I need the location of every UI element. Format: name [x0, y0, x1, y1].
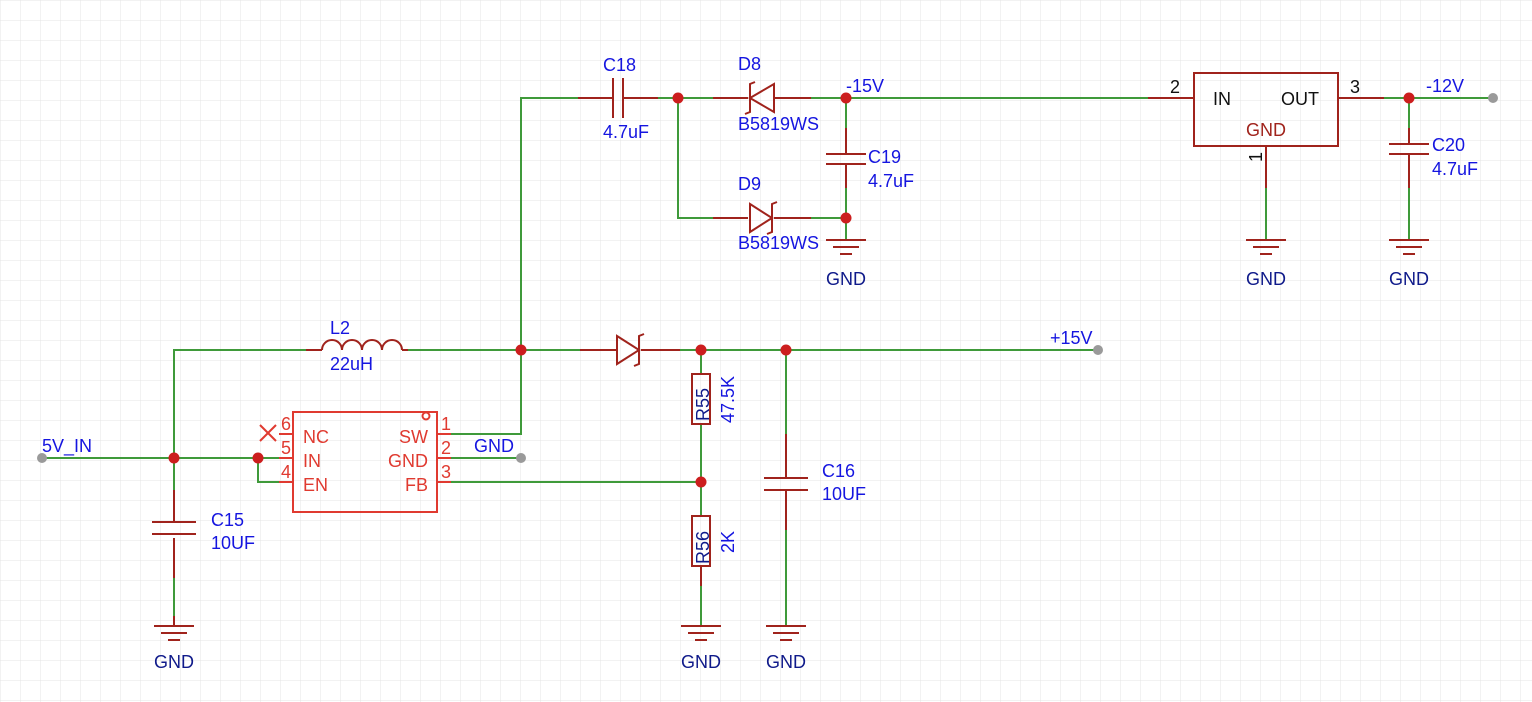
ic-pin-name-sw: SW: [399, 427, 428, 447]
ic-pin-name-fb: FB: [405, 475, 428, 495]
junction-dot: [840, 212, 852, 224]
junction-dot: [840, 92, 852, 104]
diode-d8[interactable]: D8 B5819WS: [738, 54, 819, 134]
c15-ref: C15: [211, 510, 244, 530]
c15-value: 10UF: [211, 533, 255, 553]
capacitor-c16[interactable]: C16 10UF: [764, 461, 866, 504]
reg-pin-gnd: 1: [1246, 152, 1266, 162]
ic-pin-num-2: 2: [441, 438, 451, 458]
gnd-label: GND: [826, 269, 866, 289]
wires: [42, 97, 1493, 626]
wire-sw-pin[interactable]: [437, 350, 522, 435]
port-pos15[interactable]: [1093, 345, 1103, 355]
wire-d9-in[interactable]: [677, 98, 713, 219]
no-connect-icon: [259, 424, 277, 442]
d8-value: B5819WS: [738, 114, 819, 134]
junction-dot: [695, 476, 707, 488]
net-label-neg12: -12V: [1426, 76, 1464, 96]
l2-ref: L2: [330, 318, 350, 338]
gnd-symbol-reg: GND: [1246, 239, 1286, 289]
gnd-label: GND: [681, 652, 721, 672]
pin1-marker-icon: [421, 411, 431, 421]
c20-value: 4.7uF: [1432, 159, 1478, 179]
net-label-pos15: +15V: [1050, 328, 1093, 348]
resistor-r56[interactable]: R56 2K: [691, 515, 738, 567]
r56-value: 2K: [718, 531, 738, 553]
boost-ic[interactable]: 6 5 4 NC IN EN 1 2 3 SW GND FB: [259, 411, 451, 513]
junction-dot: [780, 344, 792, 356]
ic-pin-num-3: 3: [441, 462, 451, 482]
wire-charge-pump[interactable]: [520, 97, 578, 350]
gnd-symbol-c15: GND: [154, 616, 194, 672]
resistor-r55[interactable]: R55 47.5K: [691, 373, 738, 425]
c18-ref: C18: [603, 55, 636, 75]
junction-dot: [515, 344, 527, 356]
gnd-label: GND: [1389, 269, 1429, 289]
reg-out-label: OUT: [1281, 89, 1319, 109]
wire-l2-in[interactable]: [173, 349, 306, 458]
junction-dot: [672, 92, 684, 104]
reg-pin-in: 2: [1170, 77, 1180, 97]
gnd-symbol-c16: GND: [766, 625, 806, 672]
gnd-symbol-r56: GND: [681, 625, 721, 672]
junction-dot: [168, 452, 180, 464]
reg-gnd-label: GND: [1246, 120, 1286, 140]
ic-pin-name-in: IN: [303, 451, 321, 471]
capacitor-c18[interactable]: C18 4.7uF: [603, 55, 649, 142]
d8-ref: D8: [738, 54, 761, 74]
gnd-label: GND: [1246, 269, 1286, 289]
junctions: [168, 92, 1415, 488]
reg-pin-out: 3: [1350, 77, 1360, 97]
ic-pin-num-6: 6: [281, 414, 291, 434]
c16-ref: C16: [822, 461, 855, 481]
diode-d9[interactable]: D9 B5819WS: [738, 174, 819, 253]
r56-ref: R56: [693, 531, 713, 564]
capacitor-c15[interactable]: C15 10UF: [152, 510, 255, 553]
gnd-symbol-c20: GND: [1389, 239, 1429, 289]
c20-ref: C20: [1432, 135, 1465, 155]
reg-in-label: IN: [1213, 89, 1231, 109]
port-vin[interactable]: [37, 453, 47, 463]
junction-dot: [1403, 92, 1415, 104]
ic-pin-num-1: 1: [441, 414, 451, 434]
port-gnd-ic[interactable]: [516, 453, 526, 463]
gnd-symbol-c19: GND: [826, 239, 866, 289]
ic-pin-name-gnd: GND: [388, 451, 428, 471]
net-label-vin: 5V_IN: [42, 436, 92, 457]
net-label-neg15: -15V: [846, 76, 884, 96]
regulator-ic[interactable]: IN OUT GND 2 3 1: [1170, 72, 1360, 162]
ic-pin-num-4: 4: [281, 462, 291, 482]
capacitor-c20[interactable]: C20 4.7uF: [1389, 135, 1478, 179]
gnd-label: GND: [154, 652, 194, 672]
c16-value: 10UF: [822, 484, 866, 504]
d9-value: B5819WS: [738, 233, 819, 253]
junction-dot: [695, 344, 707, 356]
inductor-l2[interactable]: L2 22uH: [321, 318, 403, 374]
c18-value: 4.7uF: [603, 122, 649, 142]
capacitor-c19[interactable]: C19 4.7uF: [826, 147, 914, 191]
c19-value: 4.7uF: [868, 171, 914, 191]
c19-ref: C19: [868, 147, 901, 167]
r55-value: 47.5K: [718, 376, 738, 423]
d9-ref: D9: [738, 174, 761, 194]
r55-ref: R55: [693, 388, 713, 421]
ic-pin-name-nc: NC: [303, 427, 329, 447]
gnd-label: GND: [766, 652, 806, 672]
net-label-gnd-ic: GND: [474, 436, 514, 456]
port-neg12[interactable]: [1488, 93, 1498, 103]
l2-value: 22uH: [330, 354, 373, 374]
ic-pin-name-en: EN: [303, 475, 328, 495]
pin-stubs: [173, 97, 1410, 586]
ic-pin-num-5: 5: [281, 438, 291, 458]
diode-boost[interactable]: [616, 333, 645, 367]
junction-dot: [252, 452, 264, 464]
